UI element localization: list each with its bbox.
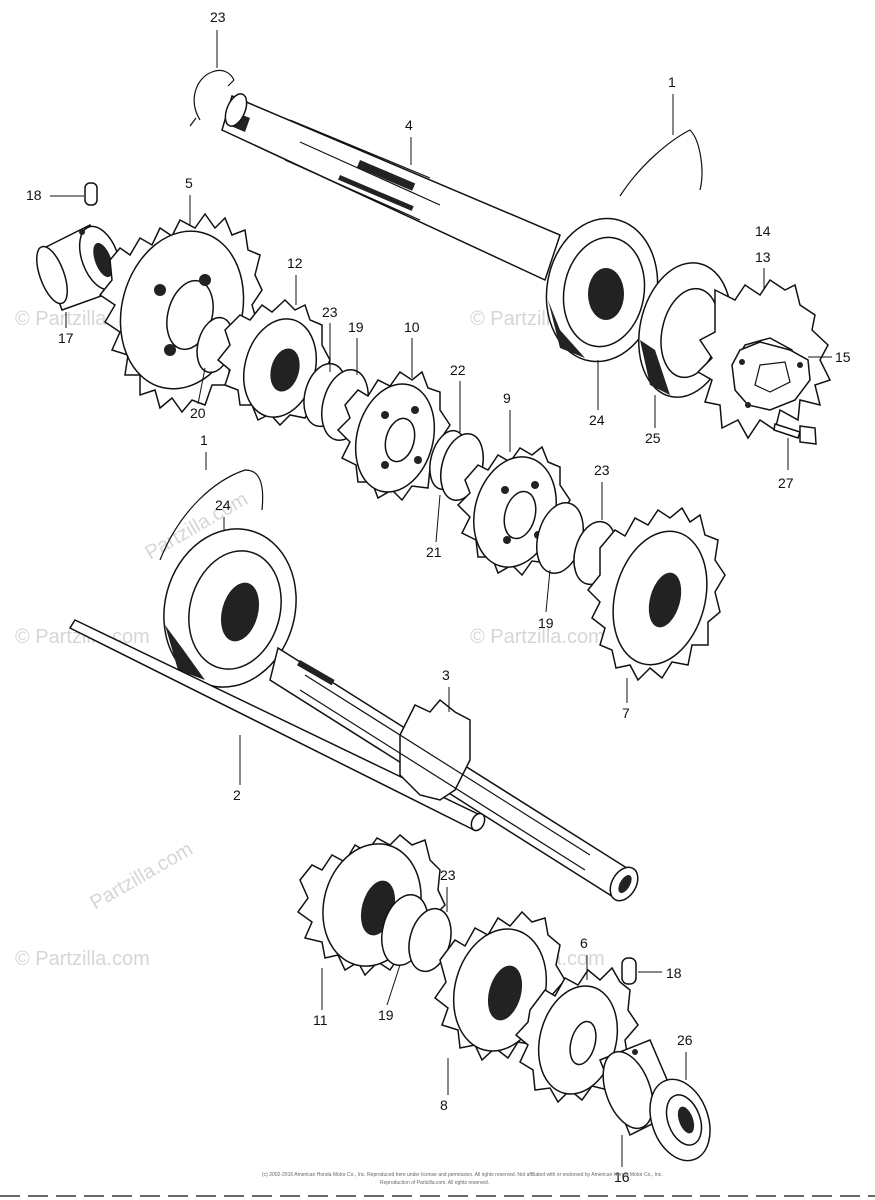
callout-19: 19	[378, 1007, 394, 1023]
bearing	[163, 528, 297, 688]
callout-7: 7	[622, 705, 630, 721]
mainshaft	[221, 93, 561, 282]
dowel-pin	[84, 182, 98, 206]
callout-18: 18	[666, 965, 682, 981]
gear-9	[456, 445, 571, 577]
callout-18: 18	[26, 187, 42, 203]
callout-12: 12	[287, 255, 303, 271]
callout-23: 23	[322, 304, 338, 320]
dowel-pin	[621, 957, 637, 985]
callout-24: 24	[589, 412, 605, 428]
callout-13: 13	[755, 249, 771, 265]
callout-23: 23	[594, 462, 610, 478]
shift-rod	[68, 619, 486, 832]
callout-19: 19	[538, 615, 554, 631]
callout-6: 6	[580, 935, 588, 951]
callout-4: 4	[405, 117, 413, 133]
circlip	[193, 69, 235, 121]
callout-21: 21	[426, 544, 442, 560]
callout-19: 19	[348, 319, 364, 335]
callout-26: 26	[677, 1032, 693, 1048]
callout-14: 14	[755, 223, 771, 239]
callout-5: 5	[185, 175, 193, 191]
callout-16: 16	[614, 1169, 630, 1185]
callout-3: 3	[442, 667, 450, 683]
callout-24: 24	[215, 497, 231, 513]
circlip	[408, 907, 452, 973]
gear-7	[586, 506, 726, 682]
watermark-text: © Partzilla.com	[15, 948, 150, 970]
callout-20: 20	[190, 405, 206, 421]
callout-11: 11	[313, 1012, 328, 1028]
callout-25: 25	[645, 430, 661, 446]
watermark-text: © Partzilla.com	[470, 626, 605, 648]
footer-line: Reproduction of Partzilla.com. All right…	[380, 1180, 489, 1186]
countershaft	[269, 646, 639, 902]
footer: (c) 2002-2016 American Honda Motor Co., …	[0, 1172, 875, 1197]
bolt	[773, 423, 817, 445]
callout-9: 9	[503, 390, 511, 406]
callout-22: 22	[450, 362, 466, 378]
callout-23: 23	[440, 867, 456, 883]
footer-line: (c) 2002-2016 American Honda Motor Co., …	[262, 1172, 663, 1178]
callout-27: 27	[778, 475, 794, 491]
callout-10: 10	[404, 319, 420, 335]
callout-1: 1	[200, 432, 208, 448]
watermark-text: Partzilla.com	[87, 838, 197, 914]
bearing	[545, 217, 659, 363]
callouts: 23 1 4 18 5 12 14 13 17 23 19 10 15 22 9…	[26, 9, 851, 1185]
fixing-plate	[731, 341, 811, 411]
callout-23: 23	[210, 9, 226, 25]
callout-1: 1	[668, 74, 676, 90]
callout-8: 8	[440, 1097, 448, 1113]
callout-2: 2	[233, 787, 241, 803]
callout-15: 15	[835, 349, 851, 365]
gear-12	[216, 298, 331, 427]
clip	[159, 469, 264, 561]
oil-seal	[638, 262, 732, 398]
gear-10	[336, 370, 451, 502]
needle-bearing	[649, 1078, 711, 1162]
clip	[619, 129, 703, 197]
collar	[36, 223, 122, 311]
callout-17: 17	[58, 330, 74, 346]
